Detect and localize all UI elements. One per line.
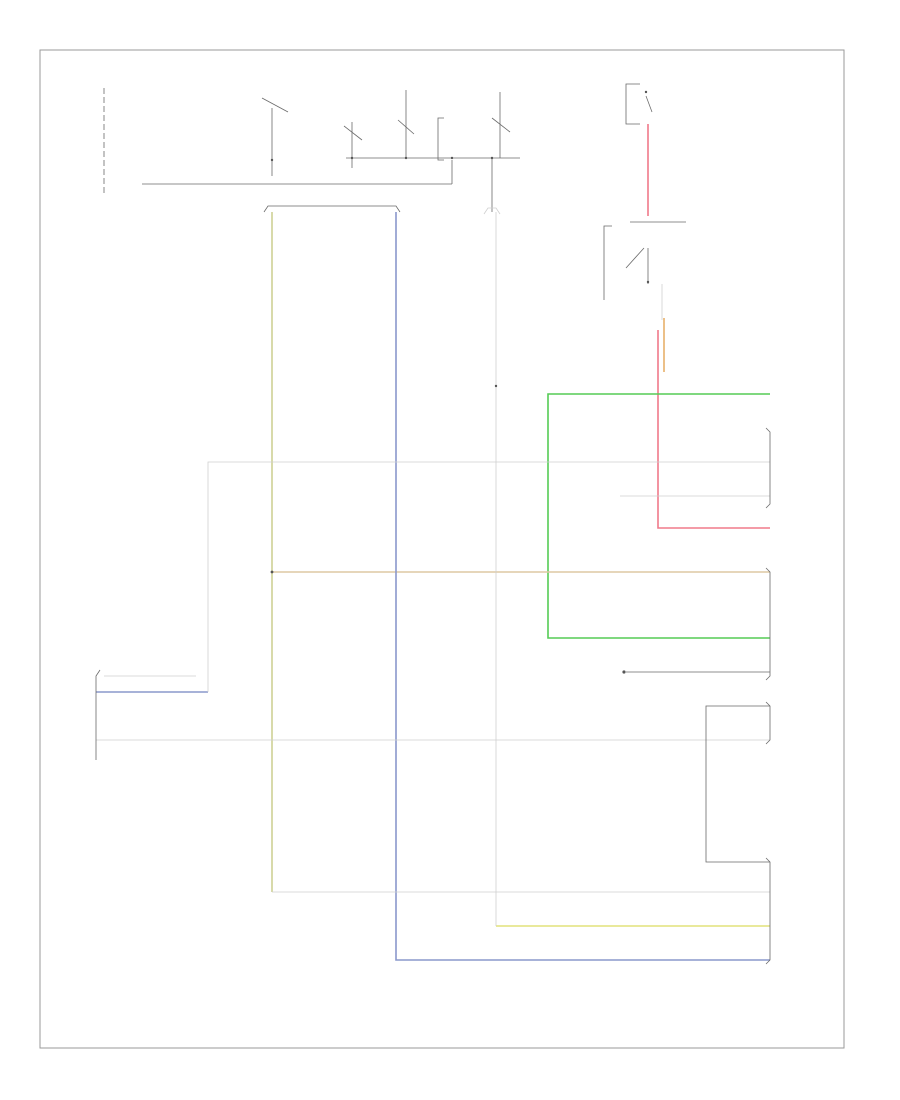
switch-contact-1: [261, 97, 289, 113]
connector-upper: [765, 427, 771, 509]
junction-dot-2: [350, 156, 354, 160]
splice-bracket: [437, 117, 444, 161]
junction-dot-5: [490, 156, 494, 160]
wire-green: [547, 393, 770, 639]
junction-dot-tan: [270, 570, 274, 574]
switch-contact-2: [343, 125, 363, 141]
wire-faint-upper: [207, 461, 770, 692]
diagram-border: [39, 49, 845, 1049]
connector-middle: [765, 567, 771, 681]
junction-dot-center: [494, 384, 498, 388]
ignition-relay-group: [603, 221, 686, 320]
left-module: [95, 669, 196, 760]
right-connectors: [765, 427, 771, 965]
ignition-relay-dot: [646, 280, 650, 284]
ground-terminal: [622, 670, 626, 674]
top-right-relay-contact: [645, 95, 653, 113]
switch-contact-4: [491, 117, 511, 133]
ignition-relay-contact: [625, 247, 645, 269]
drop-connector-center: [483, 207, 501, 215]
junction-dot-3: [404, 156, 408, 160]
wire-red: [647, 124, 770, 529]
wire-return-loop: [705, 705, 770, 863]
colored-wires: [96, 124, 770, 961]
top-right-relay-box: [625, 83, 640, 125]
junction-dot-6: [644, 90, 648, 94]
connector-bottom: [765, 857, 771, 965]
connector-lower: [765, 701, 771, 745]
wire-blue: [395, 212, 770, 961]
drop-connector-top: [263, 205, 401, 213]
thin-wires: [96, 212, 770, 926]
top-component-strip: [103, 83, 653, 215]
junction-dot-4: [450, 156, 454, 160]
ignition-relay-box: [603, 225, 612, 300]
switch-contact-3: [397, 119, 415, 135]
junction-dot-1: [270, 158, 274, 162]
left-module-bracket-lower: [95, 669, 101, 760]
